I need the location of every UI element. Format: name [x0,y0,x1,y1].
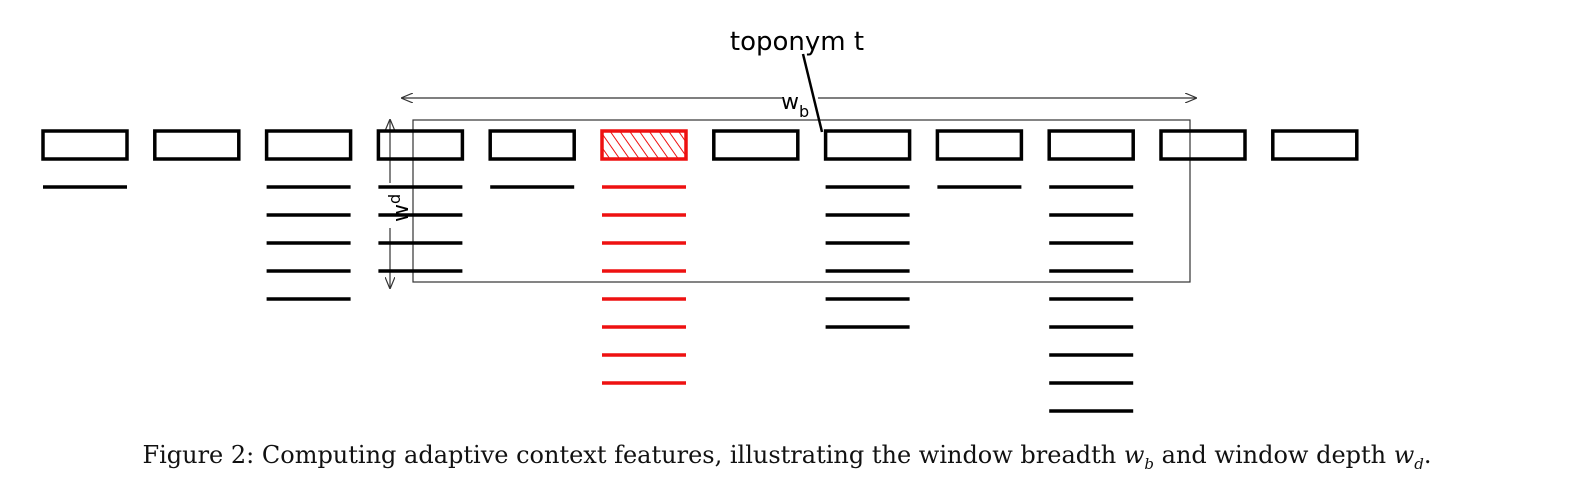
breadth-label-sub: b [799,102,809,121]
word-box [935,129,1024,161]
window-box [412,119,1191,283]
word-box [1047,129,1135,161]
word-box [41,129,129,161]
word-box [712,129,800,161]
figure-caption: Figure 2: Computing adaptive context fea… [0,441,1574,473]
caption-wd-sub: d [1414,454,1424,473]
breadth-label: wb [781,90,809,121]
caption-wd-base: w [1393,441,1415,469]
word-box [264,129,353,161]
word-box [488,129,576,161]
toponym-pointer [801,53,824,133]
word-columns [41,129,1359,413]
depth-label-sub: d [385,194,404,204]
word-box [1159,129,1247,161]
caption-middle: and window depth [1154,441,1394,469]
word-box [1271,129,1359,161]
word-box [823,129,912,161]
word-box [376,129,465,161]
word-box [153,129,241,161]
toponym-box [600,129,688,161]
depth-label-base: w [389,204,414,222]
toponym-label: toponym t [730,27,864,57]
caption-wb: wb [1123,441,1154,473]
caption-prefix: Figure 2: Computing adaptive context fea… [142,441,1124,469]
caption-wd: wd [1393,441,1424,473]
breadth-label-base: w [781,90,799,115]
caption-wb-sub: b [1144,454,1155,473]
caption-suffix: . [1423,441,1432,469]
adaptive-context-diagram: wb wd toponym t [41,27,1359,413]
caption-wb-base: w [1123,441,1145,469]
depth-label: wd [385,194,414,222]
